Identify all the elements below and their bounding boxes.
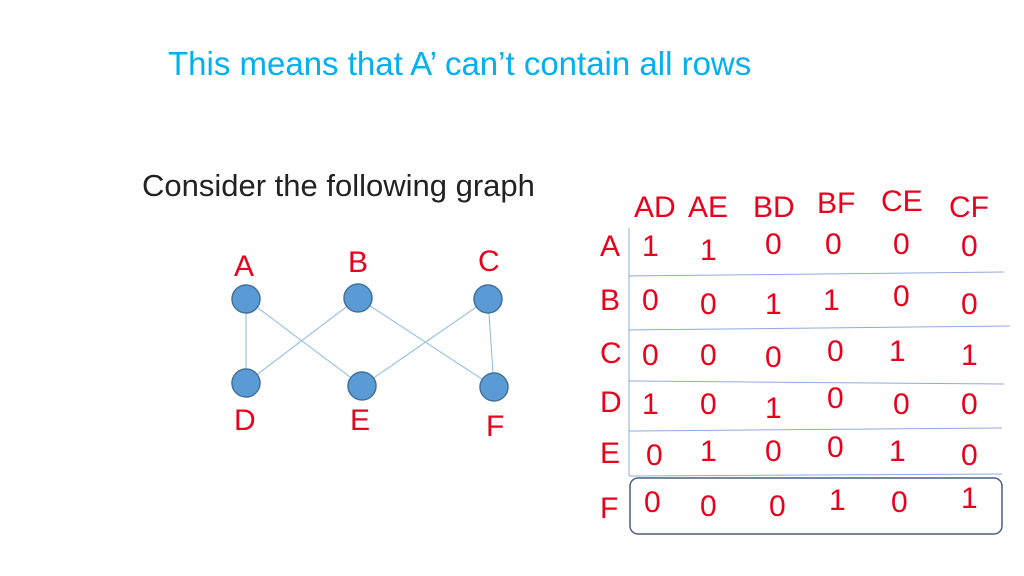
matrix-cell: 0: [827, 431, 844, 464]
matrix-row-divider: [628, 380, 1005, 385]
edge-BF: [357, 297, 495, 388]
matrix-cell: 0: [646, 439, 663, 472]
node-label-d: D: [234, 404, 256, 437]
matrix-cell: 0: [765, 341, 782, 374]
matrix-row-divider: [628, 325, 1011, 331]
matrix-column-header-ad: AD: [634, 191, 676, 224]
matrix-cell: 0: [893, 280, 910, 313]
highlighted-row-box: [629, 477, 1003, 535]
matrix-column-header-ce: CE: [881, 185, 923, 218]
edge-CE: [361, 298, 489, 387]
matrix-cell: 0: [961, 230, 978, 263]
matrix-cell: 0: [700, 288, 717, 321]
matrix-cell: 0: [642, 339, 659, 372]
matrix-cell: 1: [765, 288, 782, 321]
node-label-b: B: [348, 246, 369, 279]
node-label-f: F: [486, 410, 505, 443]
matrix-cell: 1: [961, 339, 978, 372]
matrix-cell: 0: [642, 284, 659, 317]
node-label-c: C: [478, 245, 500, 278]
matrix-row-label-b: B: [600, 284, 621, 317]
matrix-cell: 0: [827, 382, 844, 415]
matrix-cell: 0: [825, 228, 842, 261]
matrix-cell: 1: [889, 335, 906, 368]
matrix-cell: 0: [765, 228, 782, 261]
slide-subtitle: Consider the following graph: [142, 168, 535, 203]
matrix-cell: 0: [700, 388, 717, 421]
matrix-cell: 0: [961, 439, 978, 472]
matrix-cell: 0: [961, 288, 978, 321]
graph-node-a[interactable]: [231, 284, 261, 314]
edge-AE: [245, 298, 363, 387]
matrix-cell: 0: [769, 490, 786, 523]
matrix-row-label-a: A: [600, 230, 621, 263]
graph-node-c[interactable]: [473, 284, 503, 314]
matrix-cell: 1: [765, 392, 782, 425]
graph-node-d[interactable]: [231, 368, 261, 398]
matrix-cell: 0: [765, 435, 782, 468]
matrix-cell: 1: [642, 230, 659, 263]
matrix-row-label-d: D: [600, 386, 622, 419]
matrix-row-label-e: E: [600, 437, 621, 470]
matrix-grid: [628, 228, 1011, 477]
matrix-column-header-bf: BF: [817, 187, 856, 220]
graph-nodes: [231, 283, 509, 402]
matrix-cell: 0: [893, 388, 910, 421]
node-label-a: A: [234, 250, 255, 283]
matrix-cell: 0: [827, 335, 844, 368]
matrix-row-label-c: C: [600, 337, 622, 370]
matrix-cell: 1: [700, 435, 717, 468]
matrix-cell: 1: [823, 284, 840, 317]
graph-node-f[interactable]: [479, 372, 509, 402]
matrix-row-divider: [628, 427, 1003, 432]
matrix-cell: 0: [700, 339, 717, 372]
matrix-cell: 0: [700, 490, 717, 523]
matrix-cell: 0: [644, 486, 661, 519]
matrix-column-header-bd: BD: [753, 191, 795, 224]
matrix-row-label-f: F: [600, 492, 619, 525]
matrix-row-divider: [628, 271, 1005, 277]
matrix-column-header-ae: AE: [688, 191, 729, 224]
matrix-cell: 1: [889, 435, 906, 468]
graph-node-b[interactable]: [343, 283, 373, 313]
node-label-e: E: [350, 404, 371, 437]
slide-title: This means that A’ can’t contain all row…: [168, 45, 752, 82]
matrix-cell: 0: [891, 486, 908, 519]
matrix-cell: 1: [642, 388, 659, 421]
matrix-cell: 1: [700, 234, 717, 267]
matrix-cell: 1: [829, 484, 846, 517]
graph-node-e[interactable]: [347, 371, 377, 401]
edge-BD: [245, 297, 359, 384]
matrix-cell: 0: [961, 388, 978, 421]
matrix-column-header-cf: CF: [949, 191, 989, 224]
matrix-cell: 0: [893, 228, 910, 261]
matrix-row-divider: [628, 473, 1003, 477]
matrix-cell: 1: [961, 482, 978, 515]
